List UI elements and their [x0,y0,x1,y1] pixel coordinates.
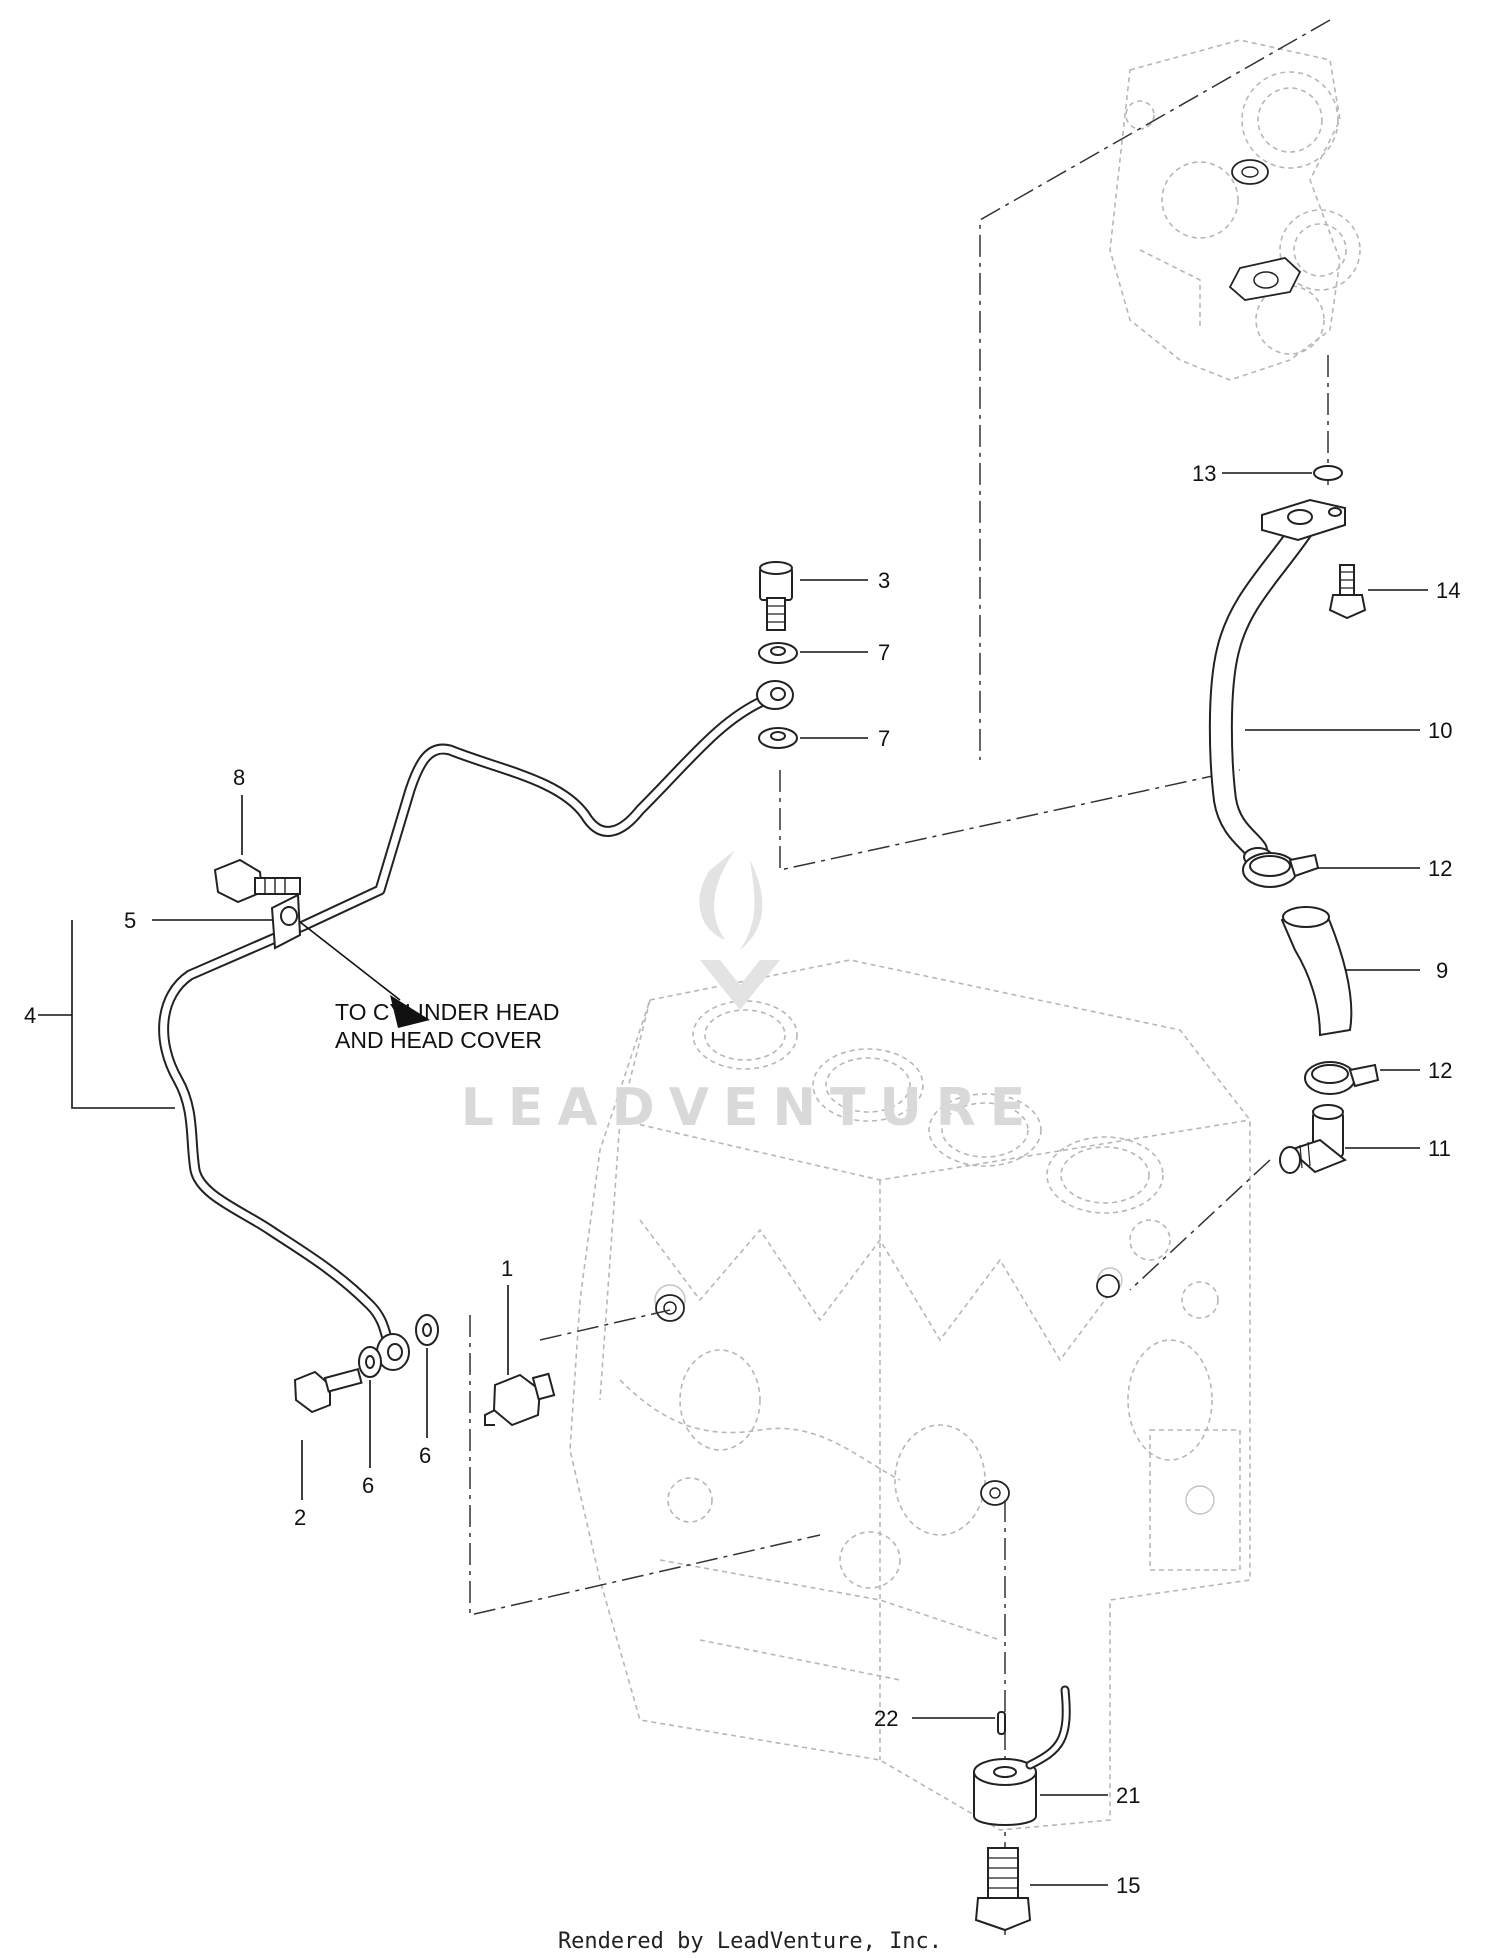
arrow-icon [390,995,430,1028]
bolt-8 [213,858,301,904]
oil-pipe [158,694,771,1354]
callout-5: 5 [124,908,136,933]
oil-strainer-21 [973,1685,1071,1826]
alignment-lines [469,19,1331,1935]
callout-4: 4 [24,1003,36,1028]
footer-credit: Rendered by LeadVenture, Inc. [558,1929,942,1954]
pipe-clamp [270,893,302,950]
callout-8: 8 [233,765,245,790]
callout-13: 13 [1192,461,1216,486]
callout-7-upper: 7 [878,640,890,665]
callout-22: 22 [874,1706,898,1731]
washer-7-lower [758,727,798,749]
callout-labels: 3 7 7 8 5 4 1 2 6 6 13 14 10 12 9 12 11 … [24,461,1460,1898]
turbocharger-outline [1109,39,1361,381]
washer-6-right [415,1314,439,1346]
callout-6-right: 6 [419,1443,431,1468]
leader-lines [38,472,1428,1886]
bolt-15 [974,1847,1032,1932]
bolt-3 [759,561,793,631]
callout-15: 15 [1116,1873,1140,1898]
rubber-hose-9 [1280,906,1353,1037]
note-line-2: AND HEAD COVER [335,1027,542,1053]
oil-pressure-switch [484,1372,556,1427]
engine-block-outline [569,959,1251,1831]
callout-3: 3 [878,568,890,593]
banjo-fitting-bottom [376,1333,410,1371]
callout-2: 2 [294,1505,306,1530]
callout-21: 21 [1116,1783,1140,1808]
callout-12-upper: 12 [1428,856,1452,881]
oil-return-pipe [1208,498,1346,867]
callout-11: 11 [1428,1136,1451,1161]
washer-6-left [358,1346,382,1378]
watermark-text: LEADVENTURE [461,1078,1040,1138]
note-line-1: TO CYLINDER HEAD [335,999,560,1025]
watermark: LEADVENTURE [461,850,1040,1138]
hose-clamp-12-upper [1242,852,1320,888]
banjo-fitting-top [756,680,794,710]
elbow-fitting-11 [1279,1104,1347,1174]
callout-6-left: 6 [362,1473,374,1498]
destination-note: TO CYLINDER HEAD AND HEAD COVER [335,999,560,1053]
hose-clamp-12-lower [1304,1061,1380,1095]
pin-22 [997,1711,1006,1735]
washer-7-upper [758,642,798,664]
callout-10: 10 [1428,718,1452,743]
bolt-2 [293,1367,363,1414]
bolt-14 [1328,564,1367,620]
callout-14: 14 [1436,578,1460,603]
callout-7-lower: 7 [878,726,890,751]
callout-12-lower: 12 [1428,1058,1452,1083]
o-ring-13 [1313,465,1343,481]
callout-1: 1 [501,1256,513,1281]
callout-9: 9 [1436,958,1448,983]
